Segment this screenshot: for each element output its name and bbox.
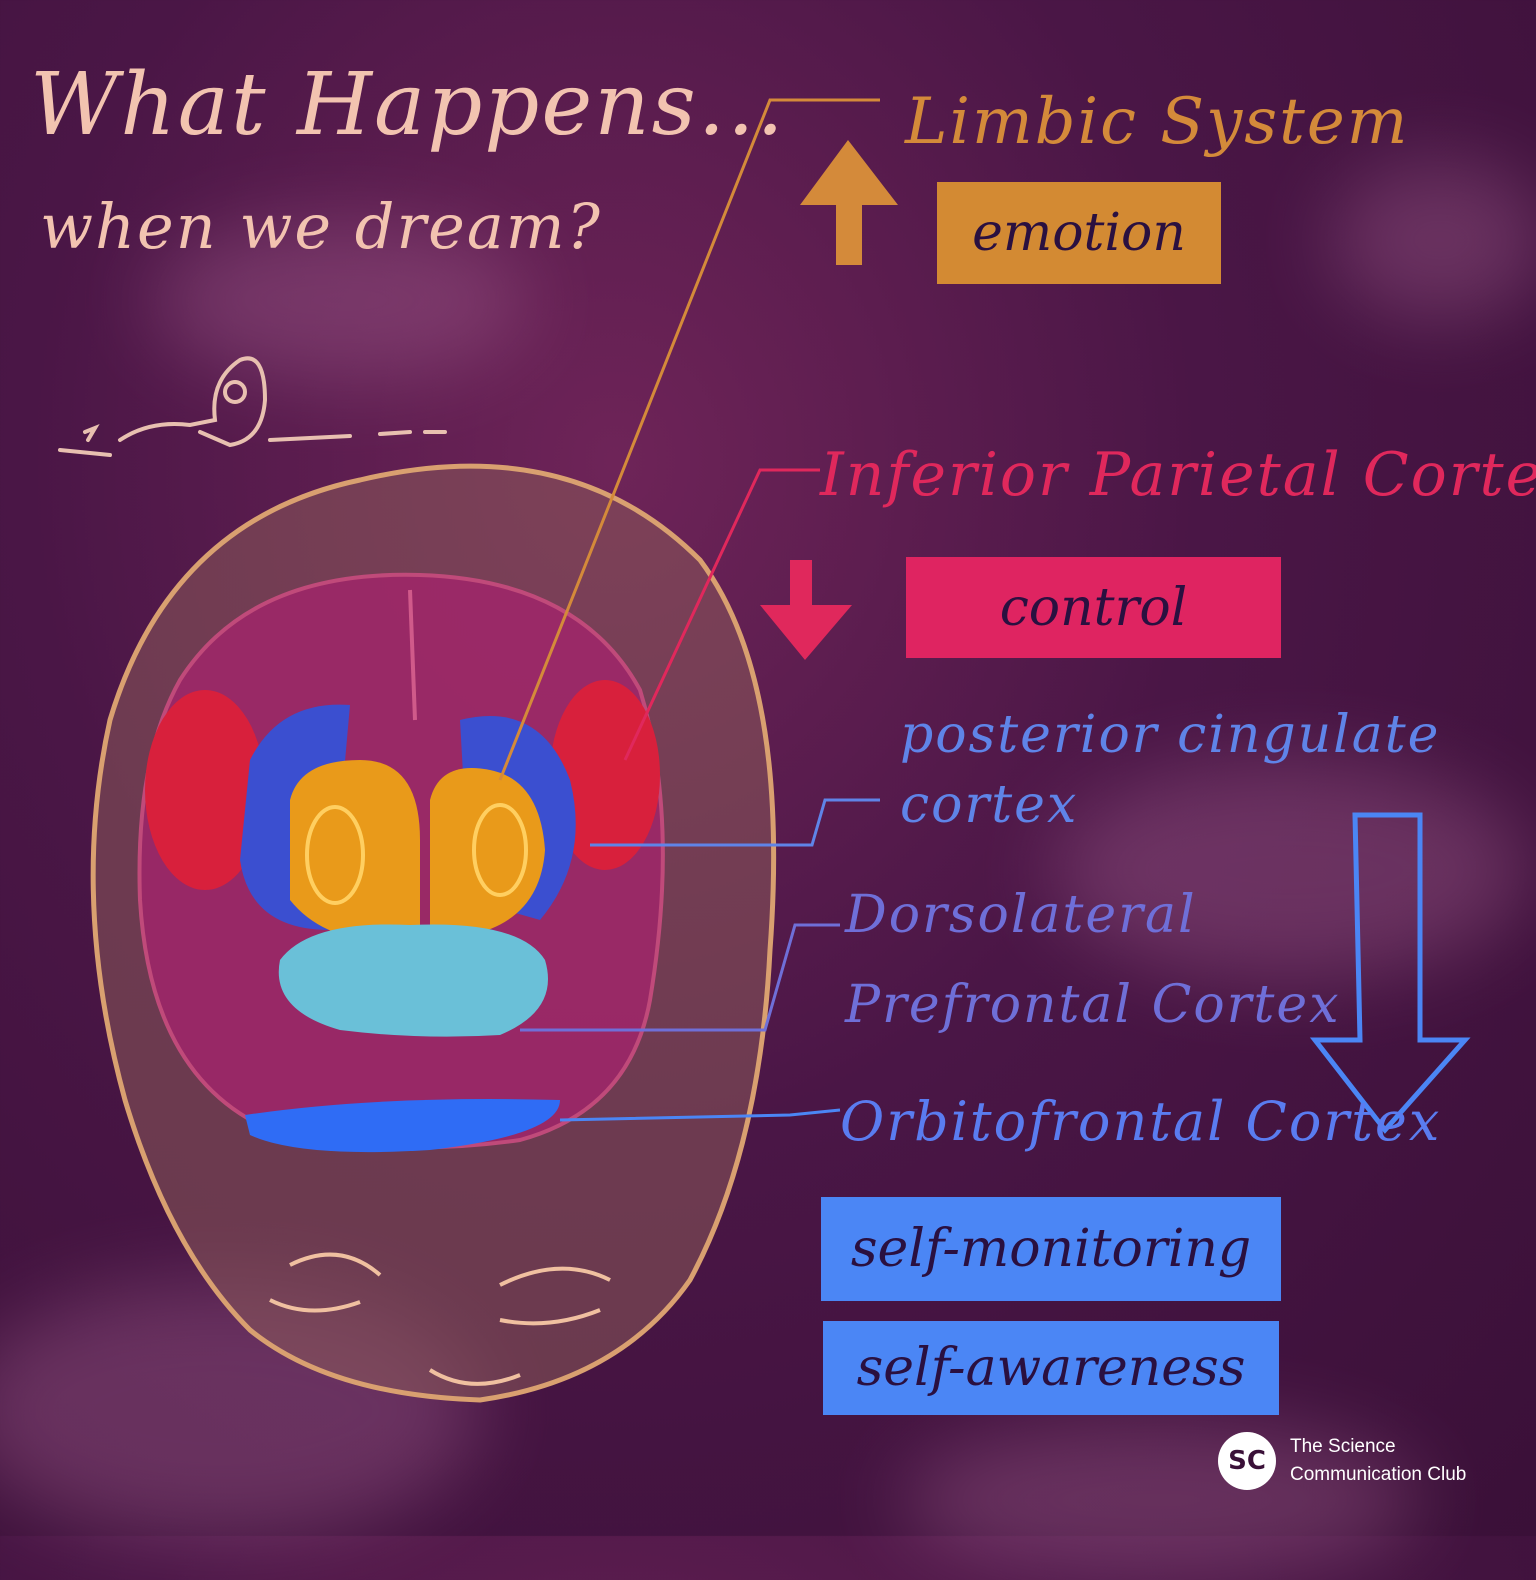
- ofc-leader-line: [559, 1108, 841, 1122]
- self-awareness-badge: self-awareness: [823, 1321, 1279, 1415]
- orbitofrontal-cortex-label: Orbitofrontal Cortex: [840, 1090, 1442, 1153]
- brain-illustration: [58, 98, 1471, 1403]
- dorsolateral-prefrontal-cortex-label: Dorsolateral Prefrontal Cortex: [845, 885, 1341, 1035]
- limbic-region: [290, 760, 420, 942]
- large-down-arrow-icon: [1309, 812, 1471, 1134]
- background-cloud: [150, 220, 530, 380]
- control-badge: control: [906, 557, 1281, 658]
- logo-text-line-1: The Science: [1290, 1436, 1396, 1457]
- inferior-parietal-cortex-label: Inferior Parietal Cortex: [820, 440, 1536, 510]
- sleeping-figure-icon: [58, 356, 447, 457]
- logo-text-line-2: Communication Club: [1290, 1464, 1467, 1485]
- dlpfc-region: [278, 924, 548, 1037]
- title-line-1: What Happens...: [30, 55, 786, 155]
- dlpfc-leader-line: [520, 923, 840, 1032]
- background-cloud: [1050, 760, 1530, 980]
- background-cloud: [1330, 160, 1536, 320]
- emotion-badge: emotion: [937, 182, 1221, 284]
- pcc-leader-line: [590, 798, 880, 847]
- self-monitoring-badge: self-monitoring: [821, 1197, 1281, 1301]
- logo-text: The Science Communication Club: [1290, 1433, 1466, 1489]
- logo-mark-icon: SC: [1218, 1432, 1276, 1490]
- ipc-leader-line: [623, 468, 820, 761]
- limbic-leader-line: [498, 98, 880, 781]
- club-logo: SC The Science Communication Club: [1218, 1432, 1466, 1490]
- ofc-region: [245, 1099, 560, 1153]
- posterior-cingulate-cortex-label: posterior cingulate cortex: [900, 705, 1441, 835]
- ipc-left-lobe: [145, 690, 265, 890]
- limbic-system-label: Limbic System: [905, 85, 1410, 159]
- up-arrow-icon: [800, 140, 898, 265]
- down-arrow-icon: [760, 560, 852, 660]
- title-line-2: when we dream?: [40, 190, 602, 263]
- ipc-right-lobe: [550, 680, 660, 870]
